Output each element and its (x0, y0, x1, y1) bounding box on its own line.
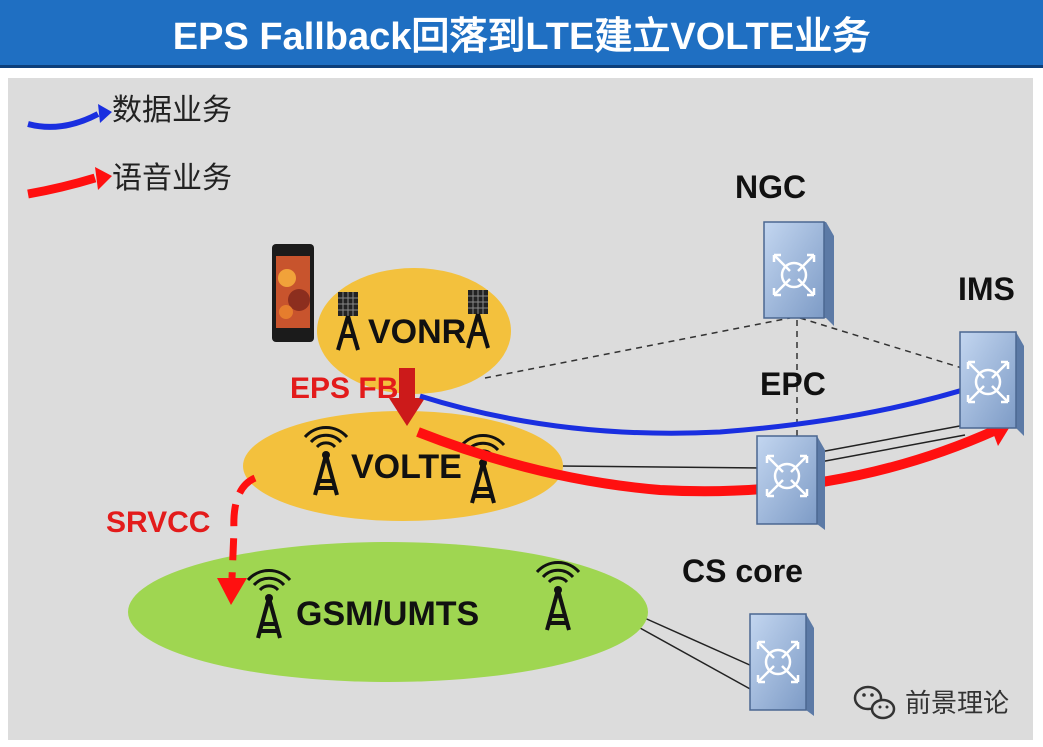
voice-flow-arrow (416, 425, 999, 497)
data-legend-arrowhead (98, 104, 112, 123)
data-flow-arrow (419, 375, 1001, 436)
ngc-ims-link (799, 317, 963, 369)
ims-switch-icon (959, 331, 1024, 436)
vonr-label: VONR (368, 313, 466, 351)
gsm-umts-label: GSM/UMTS (296, 595, 479, 633)
data-legend-arrow (27, 111, 100, 130)
epc-ims-link-2 (819, 434, 966, 463)
ngc-switch-icon (763, 221, 834, 326)
diagram-canvas: 数据业务 语音业务 VONR VO (8, 78, 1033, 740)
legend-voice-label: 语音业务 (112, 162, 232, 195)
srvcc-arrow (228, 474, 257, 579)
epc-switch-icon (756, 435, 825, 530)
eps-fb-label: EPS FB (290, 372, 398, 405)
volte-epc-link (559, 465, 766, 469)
srvcc-arrowhead (217, 578, 247, 605)
srvcc-label: SRVCC (106, 506, 210, 539)
eps-fb-arrowhead (389, 398, 425, 426)
gsm-cs-link-2 (639, 627, 753, 691)
gsm-umts-area (128, 542, 648, 682)
eps-fb-arrow-shaft (399, 368, 415, 400)
voice-legend-arrowhead (95, 167, 112, 190)
wechat-icon (853, 685, 896, 720)
ngc-label: NGC (735, 169, 806, 205)
ims-label: IMS (958, 271, 1015, 307)
gsm-cs-link-1 (639, 615, 753, 667)
watermark-text: 前景理论 (905, 688, 1009, 718)
phone-icon (272, 244, 314, 342)
voice-legend-arrow (27, 173, 97, 199)
network-diagram: 数据业务 语音业务 VONR VO (27, 94, 1024, 720)
cs-core-switch-icon (749, 613, 814, 716)
vonr-area (317, 268, 511, 394)
vonr-ngc-link (484, 317, 791, 379)
legend-data-label: 数据业务 (112, 94, 232, 127)
volte-label: VOLTE (351, 448, 462, 486)
epc-ims-link-1 (819, 424, 966, 453)
page-title: EPS Fallback回落到LTE建立VOLTE业务 (0, 0, 1043, 68)
volte-area (243, 411, 563, 521)
epc-label: EPC (760, 366, 826, 402)
cs-core-label: CS core (682, 553, 803, 589)
